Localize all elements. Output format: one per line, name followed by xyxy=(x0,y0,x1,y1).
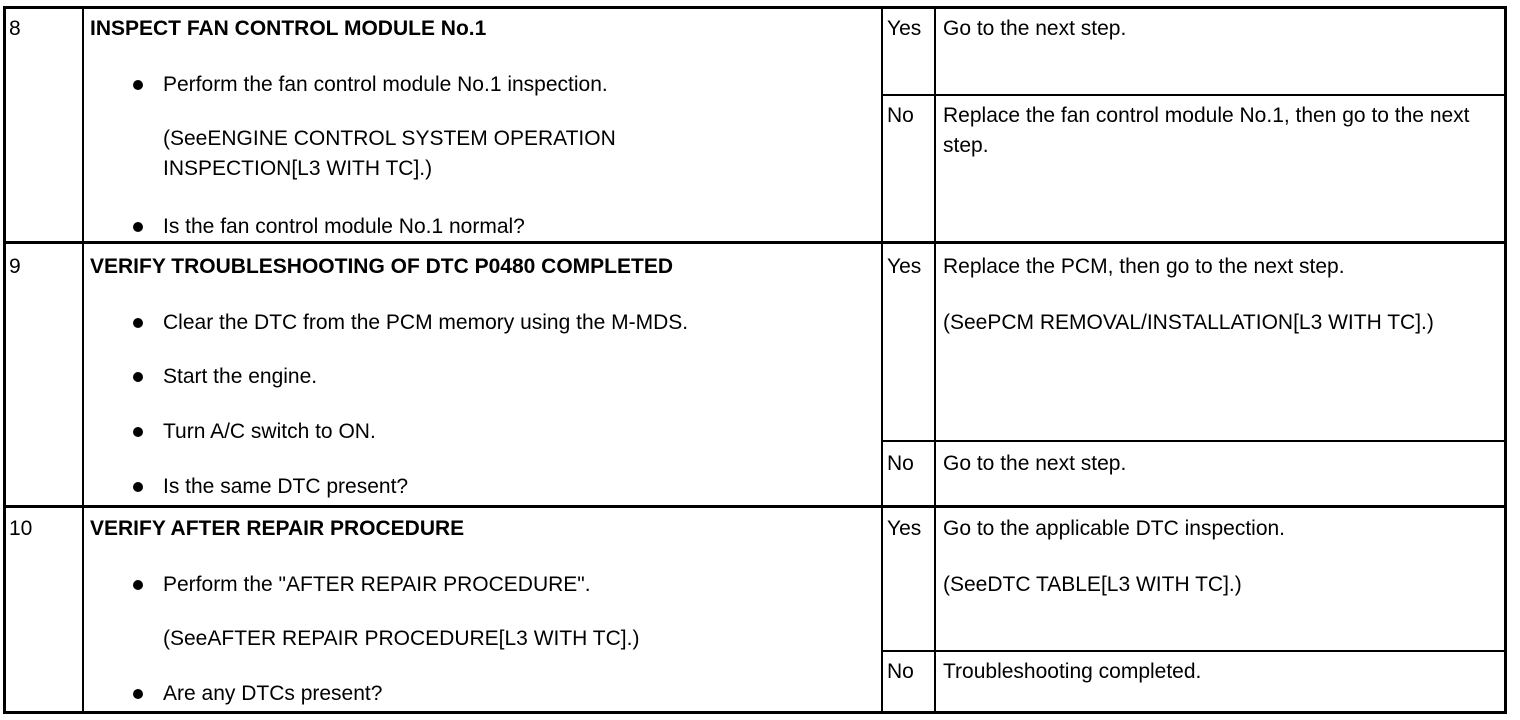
yes-label: Yes xyxy=(887,517,922,540)
step-question: Are any DTCs present? xyxy=(163,682,383,705)
bullet-icon xyxy=(133,580,143,590)
yes-result: Replace the PCM, then go to the next ste… xyxy=(943,255,1345,278)
step-title: INSPECT FAN CONTROL MODULE No.1 xyxy=(90,17,487,40)
yes-label: Yes xyxy=(887,17,922,40)
column-divider-step xyxy=(82,6,84,714)
yes-reference: (SeeDTC TABLE[L3 WITH TC].) xyxy=(943,573,1242,596)
no-label: No xyxy=(887,104,914,127)
step-item: Clear the DTC from the PCM memory using … xyxy=(163,311,689,334)
no-result: Go to the next step. xyxy=(943,452,1127,475)
bullet-icon xyxy=(133,222,143,232)
step-item: Start the engine. xyxy=(163,365,318,388)
step-title: VERIFY AFTER REPAIR PROCEDURE xyxy=(90,517,465,540)
bullet-icon xyxy=(133,80,143,90)
no-label: No xyxy=(887,660,914,683)
no-result: Troubleshooting completed. xyxy=(943,660,1202,683)
yes-no-divider xyxy=(881,440,1507,442)
column-divider-action xyxy=(881,6,883,714)
step-number: 9 xyxy=(9,255,21,278)
column-divider-result xyxy=(934,6,936,714)
step-item: Turn A/C switch to ON. xyxy=(163,420,376,443)
row-divider xyxy=(3,241,1507,244)
row-divider xyxy=(3,505,1507,508)
step-number: 8 xyxy=(9,17,21,40)
bullet-icon xyxy=(133,427,143,437)
bullet-icon xyxy=(133,318,143,328)
step-number: 10 xyxy=(9,517,33,540)
no-result: Replace the fan control module No.1, the… xyxy=(943,104,1470,157)
step-question: Is the fan control module No.1 normal? xyxy=(163,215,525,238)
yes-label: Yes xyxy=(887,255,922,278)
troubleshooting-table xyxy=(3,6,1507,714)
bullet-icon xyxy=(133,482,143,492)
step-reference: (SeeAFTER REPAIR PROCEDURE[L3 WITH TC].) xyxy=(163,627,640,650)
step-item: Perform the fan control module No.1 insp… xyxy=(163,73,608,96)
step-item: Perform the "AFTER REPAIR PROCEDURE". xyxy=(163,573,591,596)
yes-result: Go to the next step. xyxy=(943,17,1127,40)
yes-no-divider xyxy=(881,650,1507,652)
bullet-icon xyxy=(133,372,143,382)
bullet-icon xyxy=(133,689,143,699)
yes-no-divider xyxy=(881,94,1507,96)
yes-result: Go to the applicable DTC inspection. xyxy=(943,517,1286,540)
step-title: VERIFY TROUBLESHOOTING OF DTC P0480 COMP… xyxy=(90,255,674,278)
step-reference: (SeeENGINE CONTROL SYSTEM OPERATION INSP… xyxy=(163,127,616,180)
yes-reference: (SeePCM REMOVAL/INSTALLATION[L3 WITH TC]… xyxy=(943,311,1434,334)
no-label: No xyxy=(887,452,914,475)
step-question: Is the same DTC present? xyxy=(163,475,409,498)
